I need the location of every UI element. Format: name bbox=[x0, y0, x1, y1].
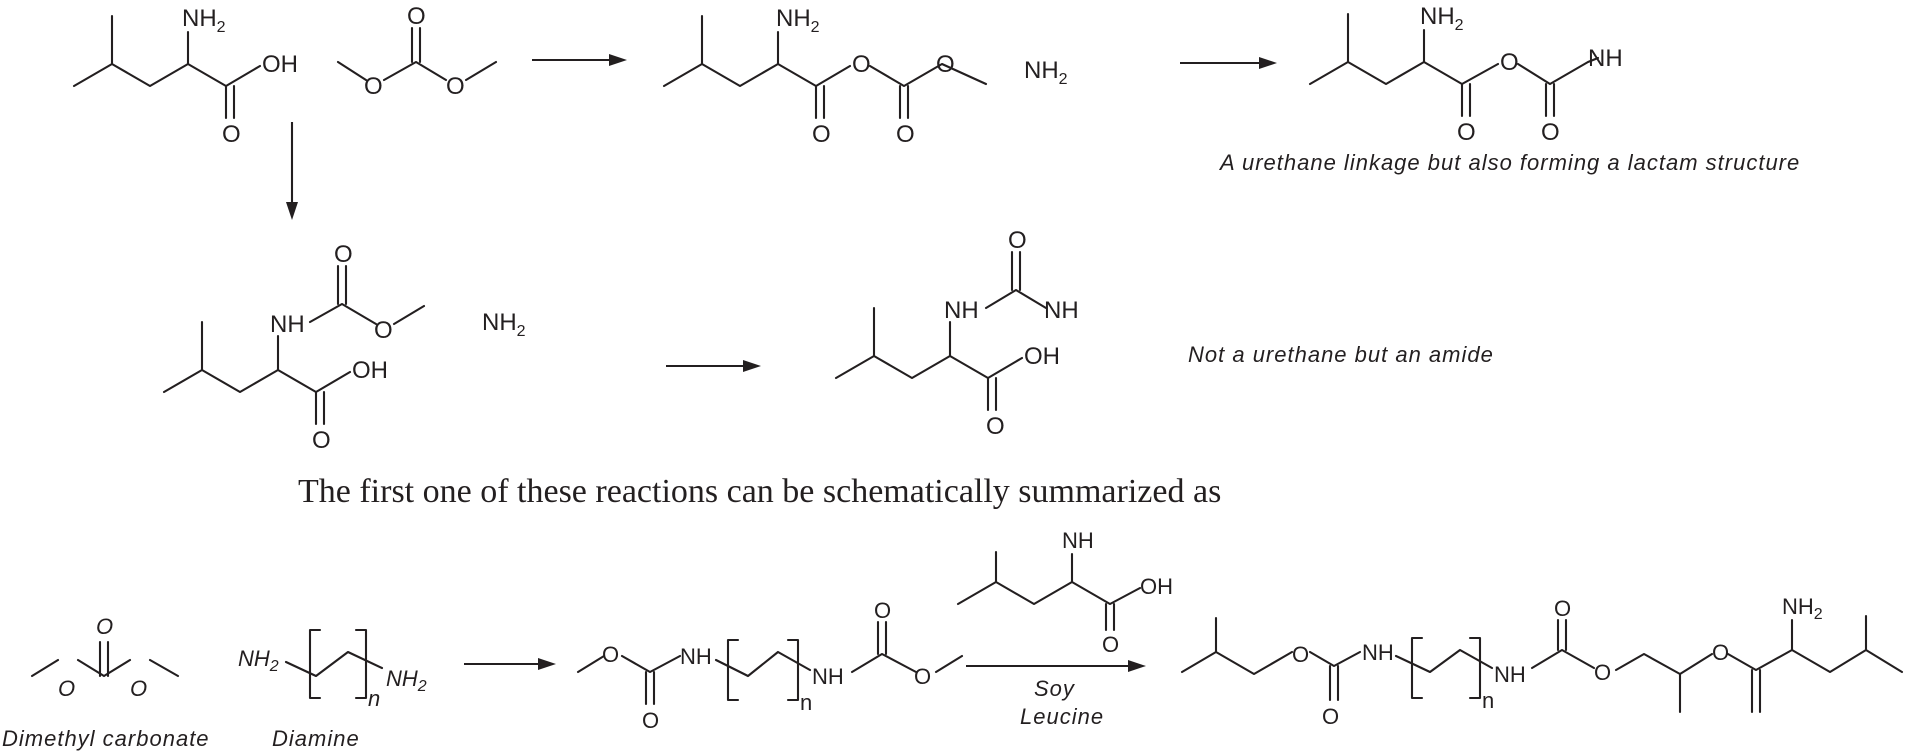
oxygen-label: O bbox=[130, 676, 147, 701]
oxygen-label: O bbox=[407, 3, 426, 30]
hydroxyl-label: OH bbox=[1140, 574, 1173, 599]
urethane-product-structure: NH2 O NH O O bbox=[1308, 3, 1623, 146]
nh-label: NH bbox=[1494, 662, 1526, 687]
oxygen-label: O bbox=[602, 642, 619, 667]
oxygen-label: O bbox=[222, 121, 241, 148]
oxygen-label: O bbox=[96, 614, 113, 639]
carbamate-intermediate-structure: NH O O OH O bbox=[162, 241, 426, 454]
oxygen-label: O bbox=[1008, 227, 1027, 254]
oxygen-label: O bbox=[1541, 119, 1560, 146]
oxygen-label: O bbox=[1500, 49, 1519, 76]
nh-label: NH bbox=[270, 311, 305, 338]
amine-label: NH2 bbox=[182, 5, 226, 36]
oxygen-label: O bbox=[642, 708, 659, 733]
nh-label: NH bbox=[1362, 640, 1394, 665]
urea-product-structure: NH O NH OH O bbox=[834, 227, 1079, 440]
reaction-arrow bbox=[966, 660, 1146, 672]
diamine-structure: NH2 n NH2 bbox=[238, 628, 427, 711]
oxygen-label: O bbox=[874, 598, 891, 623]
oxygen-label: O bbox=[334, 241, 353, 268]
oxygen-label: O bbox=[896, 121, 915, 148]
repeat-n-label: n bbox=[800, 690, 812, 715]
nh-label: NH bbox=[812, 664, 844, 689]
diamine-caption: Diamine bbox=[272, 726, 360, 751]
reaction-arrow bbox=[666, 360, 761, 372]
amine-label: NH2 bbox=[1420, 3, 1464, 34]
nh-label: NH bbox=[1062, 528, 1094, 553]
hydroxyl-label: OH bbox=[352, 357, 388, 384]
summary-text: The first one of these reactions can be … bbox=[298, 473, 1221, 510]
final-product-structure: O O NH n NH O O O NH2 bbox=[1180, 594, 1904, 729]
nh-label: NH bbox=[680, 644, 712, 669]
amide-caption: Not a urethane but an amide bbox=[1188, 342, 1494, 367]
reaction-arrow bbox=[1180, 57, 1277, 69]
reaction-arrow bbox=[532, 54, 627, 66]
oxygen-label: O bbox=[986, 413, 1005, 440]
oxygen-label: O bbox=[364, 73, 383, 100]
reaction-arrow bbox=[464, 658, 556, 670]
oxygen-label: O bbox=[1292, 642, 1309, 667]
oxygen-label: O bbox=[852, 51, 871, 78]
oxygen-label: O bbox=[1457, 119, 1476, 146]
arrow-label-leucine: Leucine bbox=[1020, 704, 1104, 729]
amine-reagent-label: NH2 bbox=[1024, 57, 1068, 88]
dimethyl-carbonate-structure: O O O bbox=[336, 3, 498, 100]
hydroxyl-label: OH bbox=[262, 51, 298, 78]
oxygen-label: O bbox=[1594, 660, 1611, 685]
nh-label: NH bbox=[1588, 45, 1623, 72]
amine-label: NH2 bbox=[238, 646, 279, 675]
amine-label: NH2 bbox=[386, 666, 427, 695]
urethane-lactam-caption: A urethane linkage but also forming a la… bbox=[1218, 150, 1800, 175]
oxygen-label: O bbox=[1554, 596, 1571, 621]
oxygen-label: O bbox=[1102, 632, 1119, 657]
oxygen-label: O bbox=[914, 664, 931, 689]
hydroxyl-label: OH bbox=[1024, 343, 1060, 370]
oxygen-label: O bbox=[312, 427, 331, 454]
amine-label: NH2 bbox=[776, 5, 820, 36]
dimethyl-carbonate-bottom-structure: O O O bbox=[30, 614, 180, 701]
oxygen-label: O bbox=[1322, 704, 1339, 729]
amine-reagent-label: NH2 bbox=[482, 309, 526, 340]
arrow-label-soy: Soy bbox=[1034, 676, 1076, 701]
oxygen-label: O bbox=[58, 676, 75, 701]
repeat-n-label: n bbox=[1482, 688, 1494, 713]
mixed-anhydride-structure: NH2 O O O O bbox=[662, 5, 988, 148]
oxygen-label: O bbox=[1712, 640, 1729, 665]
oxygen-label: O bbox=[936, 51, 955, 78]
oxygen-label: O bbox=[374, 317, 393, 344]
nh-label: NH bbox=[944, 297, 979, 324]
amine-label: NH2 bbox=[1782, 594, 1823, 623]
nh-label: NH bbox=[1044, 297, 1079, 324]
dimethyl-carbonate-caption: Dimethyl carbonate bbox=[2, 726, 210, 751]
oxygen-label: O bbox=[446, 73, 465, 100]
leucine-structure: NH2 OH O bbox=[72, 5, 298, 148]
reaction-arrow bbox=[286, 122, 298, 220]
oxygen-label: O bbox=[812, 121, 831, 148]
leucine-reagent-structure: NH OH O bbox=[956, 528, 1173, 657]
bis-carbamate-structure: O O NH n NH O O bbox=[576, 598, 964, 733]
repeat-n-label: n bbox=[368, 686, 380, 711]
